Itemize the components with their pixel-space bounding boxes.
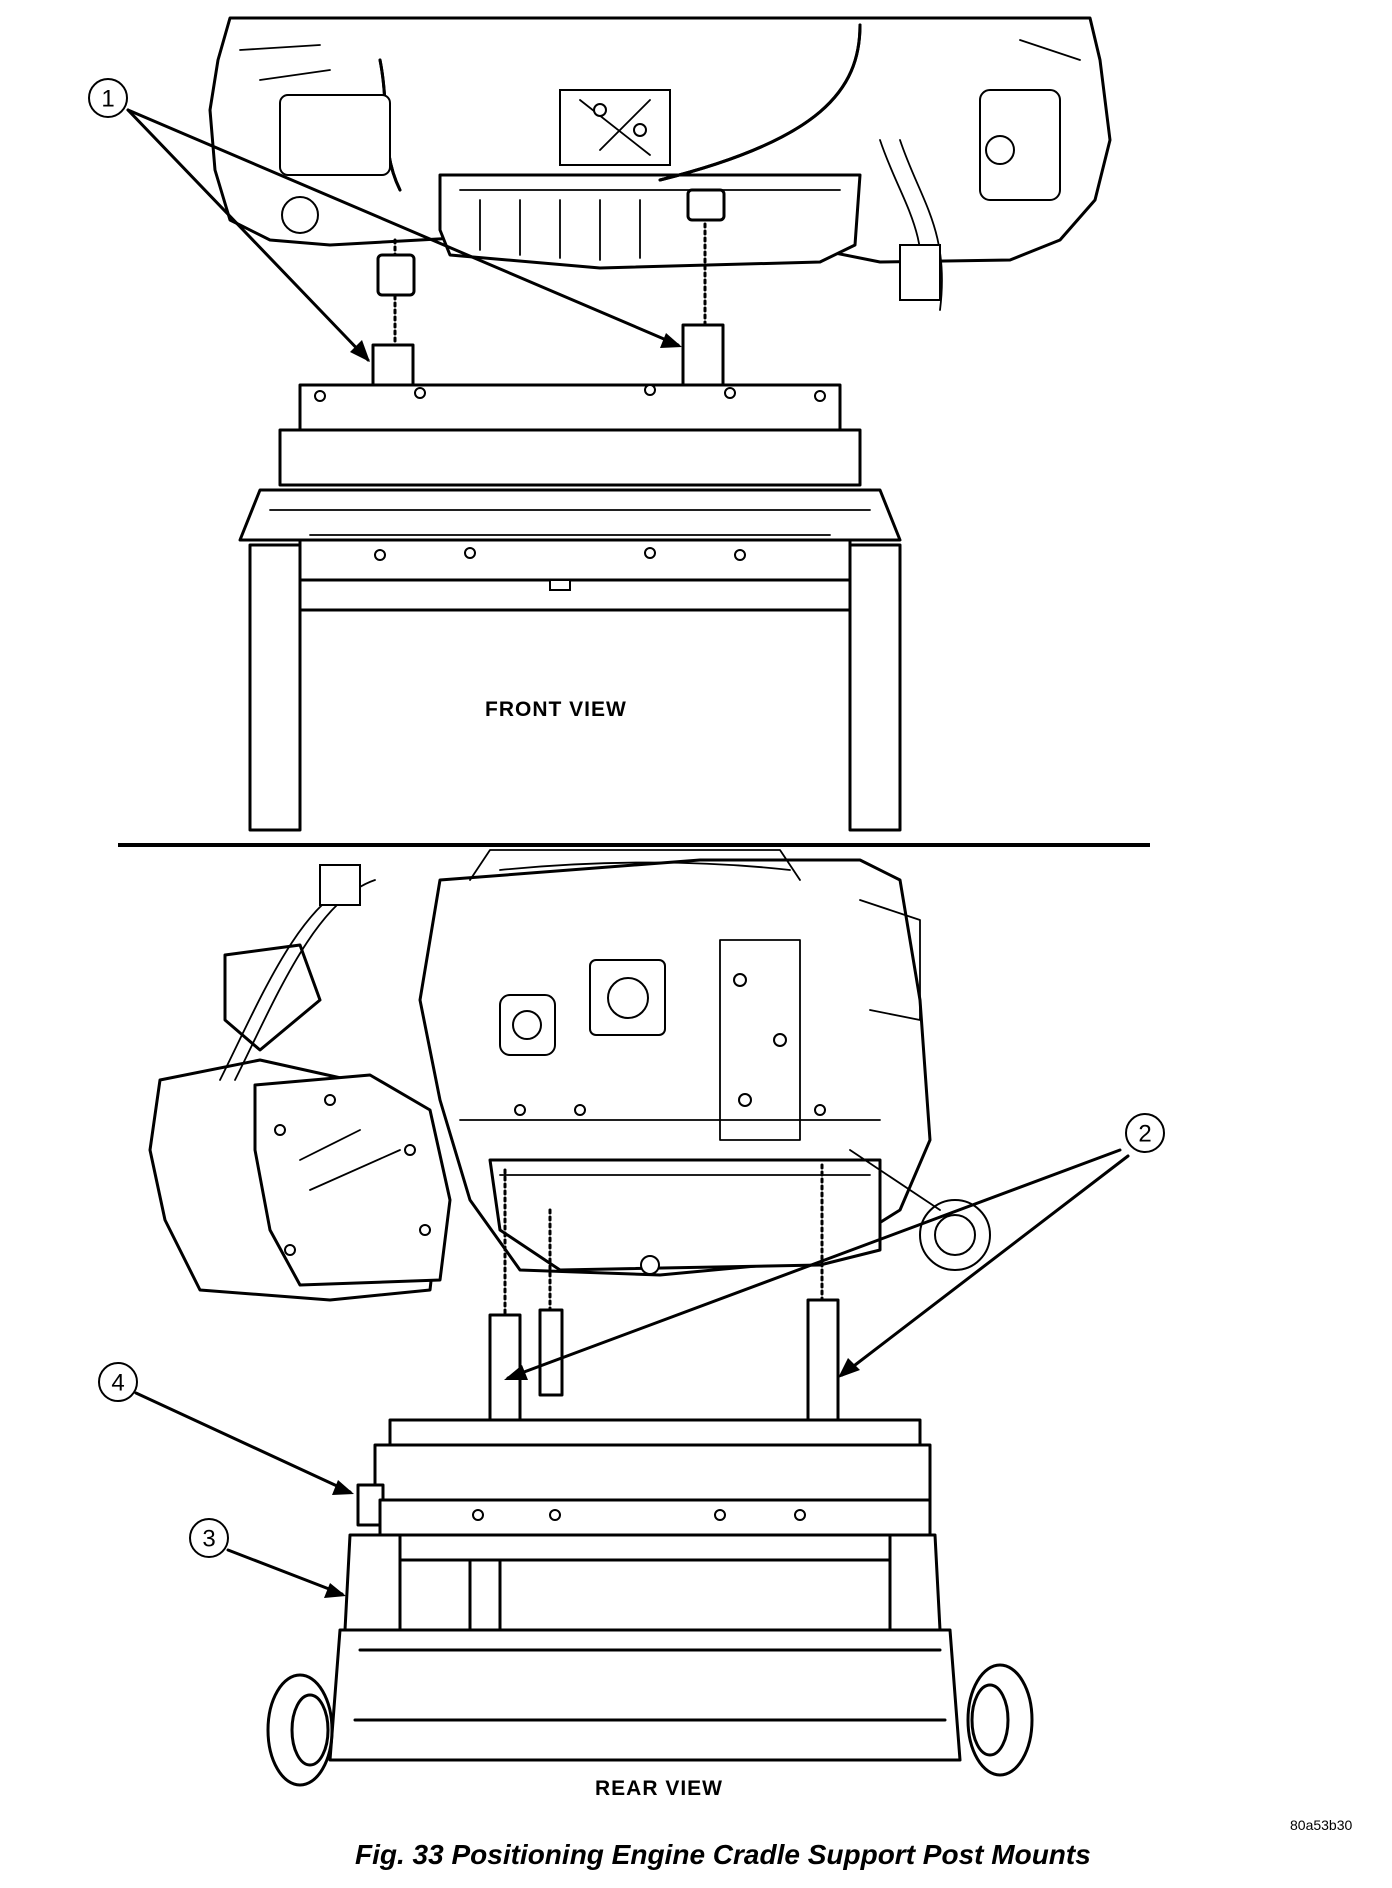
callout-2: 2 <box>504 1113 1165 1380</box>
callout-2-number: 2 <box>1138 1121 1151 1148</box>
rear-support-posts <box>488 1163 840 1427</box>
callout-1: 1 <box>88 78 682 362</box>
rear-view-illustration: REAR VIEW 2 4 3 <box>98 849 1165 1800</box>
cradle-wheels <box>266 1663 1034 1787</box>
rear-transmission <box>148 943 452 1302</box>
callout-4-number: 4 <box>111 1370 124 1397</box>
front-view-illustration: FRONT VIEW 1 <box>88 16 1112 832</box>
image-code: 80a53b30 <box>1290 1817 1353 1833</box>
cradle-frame <box>328 1533 962 1762</box>
rear-cradle <box>266 1418 1034 1787</box>
front-view-label: FRONT VIEW <box>485 698 627 721</box>
callout-3: 3 <box>189 1518 346 1598</box>
front-cradle <box>238 383 902 832</box>
callout-3-number: 3 <box>202 1526 215 1553</box>
rear-engine-block <box>219 849 991 1277</box>
callout-4: 4 <box>98 1362 354 1495</box>
figure-caption: Fig. 33 Positioning Engine Cradle Suppor… <box>355 1839 1091 1870</box>
front-engine-block <box>208 16 1112 311</box>
callout-1-number: 1 <box>101 86 114 113</box>
rear-view-label: REAR VIEW <box>595 1777 723 1800</box>
